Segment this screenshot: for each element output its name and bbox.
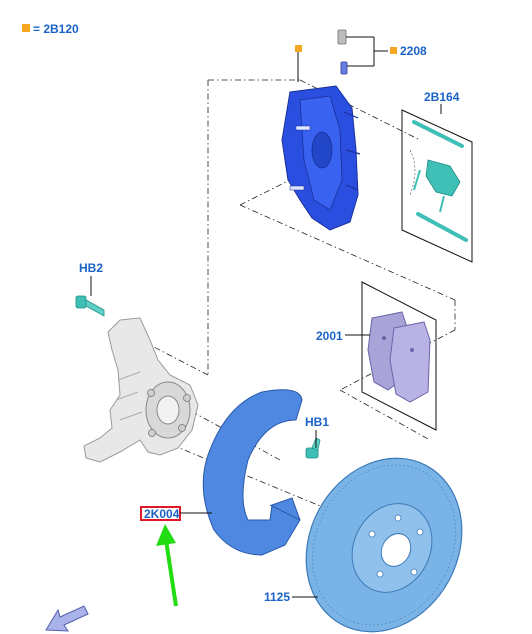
callout-2k004: 2K004: [144, 507, 180, 521]
callout-hb2: HB2: [79, 261, 103, 275]
steering-knuckle: [83, 317, 199, 463]
caliper-legend-marker: [295, 45, 302, 52]
brake-disc: [305, 457, 463, 633]
back-arrow-icon[interactable]: [45, 605, 89, 632]
legend-label: = 2B120: [33, 22, 79, 36]
callout-2208: 2208: [400, 44, 427, 58]
hb1-bolt: [305, 437, 321, 459]
callout-1125: 1125: [264, 590, 290, 604]
callout-2001: 2001: [316, 329, 343, 343]
assembly-lines: [149, 79, 456, 511]
brake-caliper: [281, 85, 361, 231]
legend: = 2B120: [22, 22, 79, 36]
dust-shield: [202, 389, 303, 556]
hb2-bolt: [75, 295, 105, 317]
legend-marker: [22, 24, 30, 32]
callout-hb1: HB1: [305, 415, 329, 429]
hardware-frame: [401, 109, 473, 263]
bleeder-legend-marker: [390, 47, 397, 54]
bleeder-screw: [337, 29, 348, 75]
callout-2b164: 2B164: [424, 90, 460, 104]
pad-frame: [361, 281, 437, 431]
green-pointer-arrow-icon: [156, 524, 178, 607]
hardware-kit: [409, 120, 468, 242]
brake-pads: [367, 311, 431, 403]
